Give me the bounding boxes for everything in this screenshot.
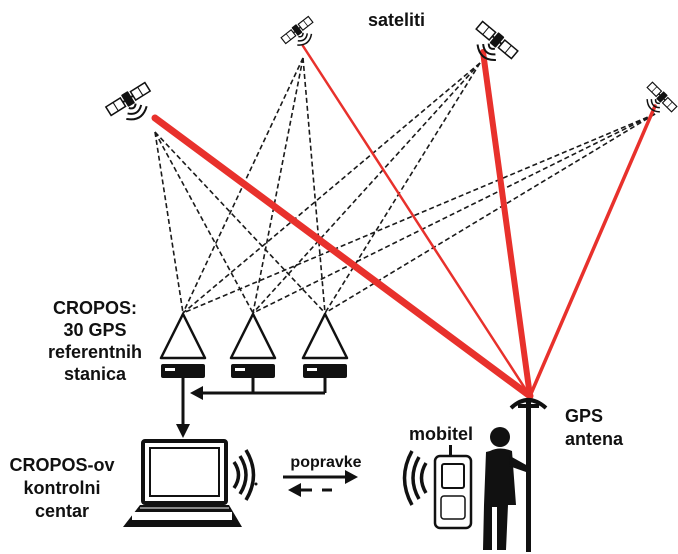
station-connection-arrows [176,378,327,438]
correction-arrows [283,470,358,497]
dashed-signal-lines [154,57,656,314]
radio-waves-icon [232,449,258,501]
radio-waves-icon [402,450,428,506]
satellite-icon [103,79,160,131]
network-label-line-4: stanica [64,364,127,384]
control-center-label-line-3: centar [35,501,89,521]
satellite-icon [464,18,521,73]
control-center-label: CROPOS-ov kontrolni centar [9,455,114,521]
mobile-phone-icon [433,445,473,530]
network-label-line-2: 30 GPS [63,320,126,340]
satellite-icon [279,14,322,55]
laptop-icon [123,439,242,527]
network-label-line-3: referentnih [48,342,142,362]
surveyor-with-rover-icon [483,398,548,552]
gps-reference-station-icon [301,312,349,380]
satellite-icon [637,80,678,122]
gps-reference-station-icon [159,312,207,380]
gps-reference-station-icon [229,312,277,380]
control-center-label-line-1: CROPOS-ov [9,455,114,475]
rover-signal-lines [151,44,657,400]
reference-network-label: CROPOS: 30 GPS referentnih stanica [48,298,142,384]
control-center-label-line-2: kontrolni [24,478,101,498]
mobile-label: mobitel [409,424,473,444]
network-label-line-1: CROPOS: [53,298,137,318]
satellites-label: sateliti [368,10,425,30]
gps-antenna-label-line-1: GPS [565,406,603,426]
corrections-label: popravke [290,454,361,471]
gps-antenna-label-line-2: antena [565,429,624,449]
gps-antenna-label: GPS antena [565,406,624,449]
